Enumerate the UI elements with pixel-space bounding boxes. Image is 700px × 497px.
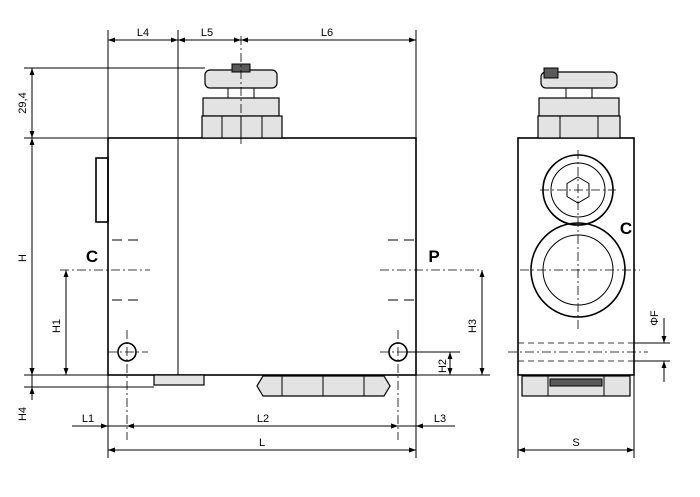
- dim-label-H3: H3: [467, 319, 479, 333]
- dim-label-L: L: [259, 437, 265, 449]
- side-knob: [537, 67, 621, 139]
- dim-label-29-4: 29,4: [17, 92, 29, 113]
- dim-label-S: S: [572, 437, 579, 449]
- dim-label-H4: H4: [17, 407, 29, 421]
- dim-label-L2: L2: [257, 413, 269, 425]
- port-label-P: P: [428, 247, 439, 266]
- side-bottom-nut: [521, 375, 631, 397]
- dim-label-H2: H2: [437, 359, 449, 373]
- bottom-plug: [153, 374, 205, 386]
- hidden-port-lines: [112, 239, 414, 301]
- valve-body-side: [517, 137, 635, 376]
- dim-label-L6: L6: [321, 27, 333, 39]
- adjustment-knob: [201, 63, 283, 139]
- side-boss: [95, 157, 109, 223]
- dim-label-L1: L1: [82, 413, 94, 425]
- valve-body-front: [107, 137, 417, 376]
- dim-label-H: H: [17, 254, 29, 262]
- dim-label-L4: L4: [137, 27, 149, 39]
- bottom-nut: [256, 375, 391, 397]
- dim-label-H1: H1: [51, 319, 63, 333]
- dim-label-phiF: ΦF: [649, 310, 661, 326]
- side-view: S ΦF C: [508, 67, 670, 458]
- dim-label-L3: L3: [434, 413, 446, 425]
- dim-label-L5: L5: [201, 27, 213, 39]
- port-label-C-side: C: [620, 219, 632, 238]
- port-label-C-front: C: [86, 247, 98, 266]
- front-view: L4 L5 L6 29,4 H H4 H1 H2 H3 L1 L2 L3 L C…: [17, 27, 490, 458]
